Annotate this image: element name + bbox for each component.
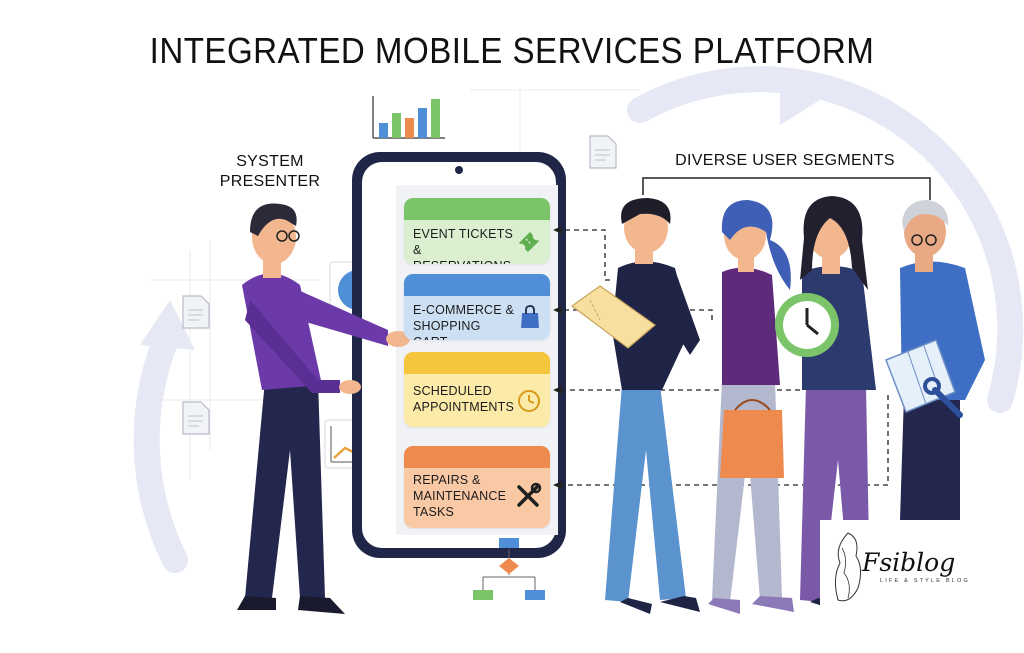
wrench-prop-icon (923, 377, 963, 418)
service-card-ecommerce[interactable]: E-COMMERCE & SHOPPING CART (404, 274, 550, 340)
ticket-icon (519, 232, 539, 252)
service-label-line: MAINTENANCE (413, 489, 507, 503)
user-young-man (570, 198, 700, 614)
service-label-line: E-COMMERCE & (413, 303, 515, 317)
service-label-line: REPAIRS & (413, 473, 481, 487)
service-label-line: & RESERVATIONS (413, 243, 511, 264)
document-lines (188, 149, 610, 427)
watermark-tagline: LIFE & STYLE BLOG (880, 578, 970, 584)
service-card-tab (404, 446, 550, 468)
service-card-event-tickets[interactable]: EVENT TICKETS & RESERVATIONS (404, 198, 550, 264)
service-card-tab (404, 352, 550, 374)
service-card-body: E-COMMERCE & SHOPPING CART (404, 296, 550, 340)
clock-icon (518, 390, 540, 412)
service-label-line: SHOPPING CART (413, 319, 481, 340)
presenter-label-line-1: SYSTEM (236, 153, 304, 170)
service-label-line: TASKS (413, 505, 455, 519)
shopping-bag-icon (521, 305, 539, 328)
service-card-appointments[interactable]: SCHEDULED APPOINTMENTS (404, 352, 550, 427)
watermark-sketch-icon (834, 532, 862, 602)
service-card-body: SCHEDULED APPOINTMENTS (404, 374, 550, 427)
segments-label: DIVERSE USER SEGMENTS (675, 152, 895, 169)
service-card-tab (404, 198, 550, 220)
service-label-line: SCHEDULED (413, 384, 492, 398)
service-card-body: EVENT TICKETS & RESERVATIONS (404, 220, 550, 264)
presenter-label: SYSTEM PRESENTER (210, 152, 330, 192)
page-title: INTEGRATED MOBILE SERVICES PLATFORM (149, 30, 875, 71)
user-woman-ponytail (708, 200, 794, 614)
service-label-line: EVENT TICKETS (413, 227, 514, 241)
service-card-tab (404, 274, 550, 296)
bar-chart-icon (372, 96, 445, 139)
presenter-figure (237, 203, 410, 614)
cycle-arrow-head-left (140, 300, 195, 350)
watermark (820, 520, 990, 620)
flowchart-icon (473, 538, 545, 600)
wrench-screwdriver-icon (517, 482, 542, 507)
connector-arrowheads (553, 226, 562, 489)
service-card-body: REPAIRS & MAINTENANCE TASKS (404, 468, 550, 528)
cycle-arrows (133, 66, 1024, 573)
user-older-man (885, 200, 985, 520)
clock-prop-icon (775, 293, 839, 357)
service-label-line: APPOINTMENTS (413, 400, 515, 414)
segments-bracket (642, 177, 931, 200)
service-card-repairs[interactable]: REPAIRS & MAINTENANCE TASKS (404, 446, 550, 528)
watermark-name: Fsiblog (862, 548, 956, 577)
presenter-label-line-2: PRESENTER (219, 173, 321, 190)
cycle-arrow-head (780, 75, 820, 125)
